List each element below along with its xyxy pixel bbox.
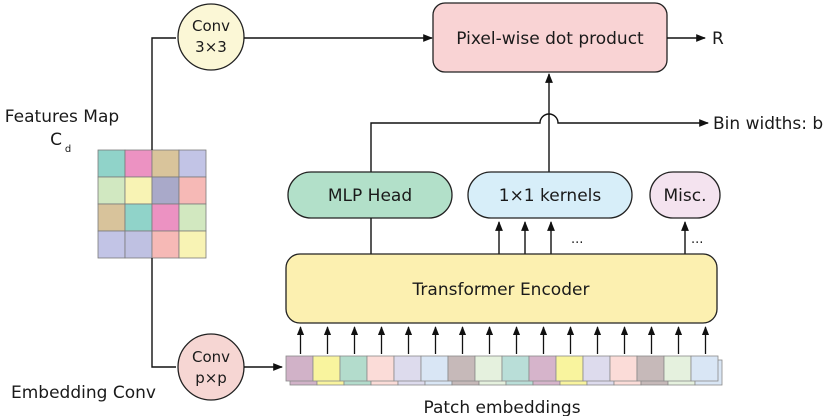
features-map-subscript: d	[65, 144, 71, 155]
patch-cell	[636, 355, 665, 382]
feature-cell	[97, 176, 126, 205]
feature-cell	[151, 176, 180, 205]
patch-cell	[393, 355, 422, 382]
patch-cell	[285, 355, 314, 382]
feature-cell	[151, 149, 180, 178]
patch-cell	[420, 355, 449, 382]
mlp-to-bin-widths-line	[370, 113, 709, 172]
feature-cell	[151, 230, 180, 259]
patch-cell	[582, 355, 611, 382]
grid-to-convp-line	[151, 258, 176, 368]
patch-cell	[690, 355, 719, 382]
patch-cell	[312, 355, 341, 382]
feature-cell	[151, 203, 180, 232]
feature-cell	[97, 149, 126, 178]
patch-cell	[663, 355, 692, 382]
patch-cell	[447, 355, 476, 382]
conv-3x3-label: Conv	[192, 17, 230, 35]
kernels-box	[467, 171, 633, 219]
conv-3x3-kernel: 3×3	[195, 38, 227, 56]
patch-cell	[528, 355, 557, 382]
kernel-arrows	[495, 221, 555, 254]
patch-cell	[555, 355, 584, 382]
transformer-encoder-label: Transformer Encoder	[412, 280, 590, 300]
feature-cell	[97, 203, 126, 232]
misc-box	[649, 171, 721, 219]
features-map-symbol: C	[50, 130, 62, 150]
transformer-encoder-box	[285, 253, 718, 324]
kernels-ellipsis: ...	[571, 232, 583, 247]
patch-cell	[339, 355, 368, 382]
misc-ellipsis: ...	[691, 232, 703, 247]
conv-pxp-kernel: p×p	[195, 369, 227, 387]
feature-cell	[97, 230, 126, 259]
pixel-dot-product-label: Pixel-wise dot product	[456, 29, 644, 49]
patch-embeddings-row	[285, 355, 723, 386]
conv-pxp-node	[177, 333, 245, 401]
grid-to-conv3-line	[151, 37, 176, 150]
patch-cell	[474, 355, 503, 382]
mlp-head-box	[287, 171, 453, 219]
feature-cell	[124, 176, 153, 205]
embedding-conv-label: Embedding Conv	[11, 383, 156, 403]
feature-cell	[124, 230, 153, 259]
patch-to-transformer-arrows	[296, 326, 710, 354]
conv-3x3-node	[177, 3, 245, 71]
patch-cell	[609, 355, 638, 382]
feature-cell	[124, 149, 153, 178]
feature-cell	[178, 149, 207, 178]
patch-cell	[501, 355, 530, 382]
feature-cell	[178, 176, 207, 205]
feature-cell	[178, 230, 207, 259]
features-map-grid	[97, 149, 207, 259]
misc-label: Misc.	[664, 186, 707, 206]
kernels-label: 1×1 kernels	[499, 186, 602, 206]
r-output-label: R	[712, 29, 724, 49]
patch-embeddings-label: Patch embeddings	[423, 398, 580, 416]
bin-widths-label: Bin widths: b	[713, 114, 823, 134]
patch-cell	[366, 355, 395, 382]
mlp-head-label: MLP Head	[328, 186, 412, 206]
feature-cell	[124, 203, 153, 232]
features-map-label: Features Map	[5, 107, 119, 127]
conv-pxp-label: Conv	[192, 348, 230, 366]
feature-cell	[178, 203, 207, 232]
